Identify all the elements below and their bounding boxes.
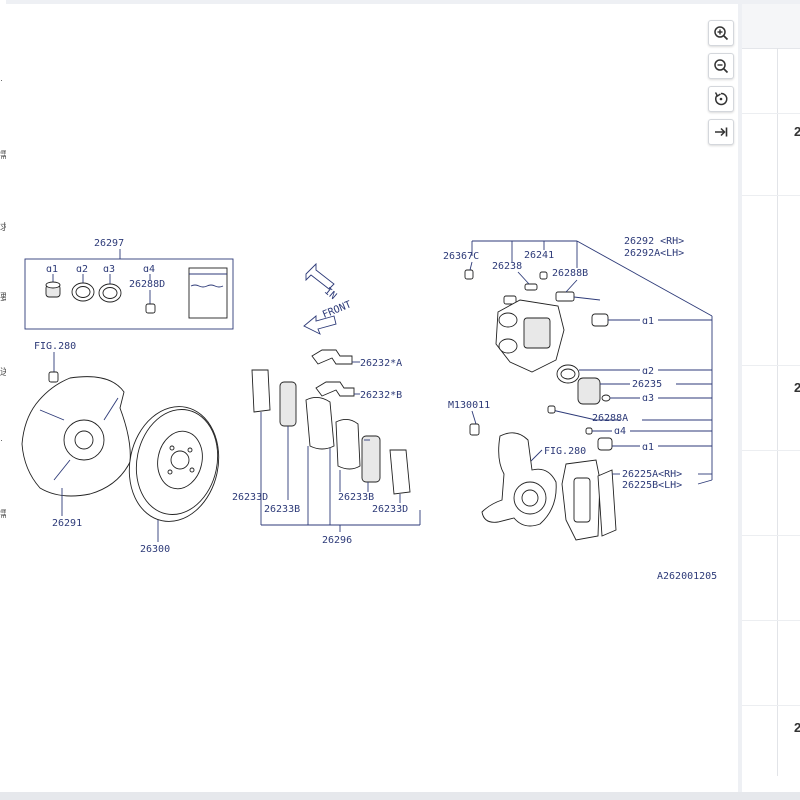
table-row-divider xyxy=(742,619,800,621)
table-header xyxy=(742,4,800,49)
parts-diagram: 26297 ɑ1 ɑ2 ɑ3 ɑ4 26288D xyxy=(21,236,717,582)
edge-mark: 送 xyxy=(0,367,10,377)
pad-clip-26232a[interactable]: 26232*A xyxy=(311,349,402,369)
parts-table-panel: 2 2 2 xyxy=(742,4,800,792)
diagram-viewer[interactable]: 26297 ɑ1 ɑ2 ɑ3 ɑ4 26288D xyxy=(6,4,738,792)
callout-a1-bottom: ɑ1 xyxy=(642,442,654,453)
callout-26288d: 26288D xyxy=(129,279,165,290)
caliper-assembly-26292[interactable]: 26367C 26238 26241 26288B 26292 <RH> 262… xyxy=(443,236,713,541)
callout-26225b-lh: 26225B<LH> xyxy=(622,480,682,491)
callout-26241: 26241 xyxy=(524,250,554,261)
callout-kit-a4: ɑ4 xyxy=(143,264,155,275)
callout-26296: 26296 xyxy=(322,535,352,546)
viewer-toolbar xyxy=(708,20,734,152)
callout-26232b: 26232*B xyxy=(360,390,402,401)
callout-26233d-left: 26233D xyxy=(232,492,268,503)
table-row-divider xyxy=(742,194,800,196)
arrow-right-bar-icon xyxy=(715,127,728,137)
brake-rotor-26300[interactable]: 26300 xyxy=(119,398,229,555)
callout-fig280-right: FIG.280 xyxy=(544,446,586,457)
callout-a3: ɑ3 xyxy=(642,393,654,404)
callout-a4: ɑ4 xyxy=(614,426,626,437)
callout-26292a-lh: 26292A<LH> xyxy=(624,248,684,259)
callout-m130011: M130011 xyxy=(448,400,490,411)
callout-26288b: 26288B xyxy=(552,268,588,279)
callout-26291: 26291 xyxy=(52,518,82,529)
edge-mark: · xyxy=(0,75,3,85)
callout-kit-a3: ɑ3 xyxy=(103,264,115,275)
table-row-divider xyxy=(742,112,800,114)
table-row-divider xyxy=(742,534,800,536)
table-row-divider xyxy=(742,364,800,366)
callout-26297: 26297 xyxy=(94,238,124,249)
diagram-ref-code: A262001205 xyxy=(657,571,717,582)
callout-26225a-rh: 26225A<RH> xyxy=(622,469,682,480)
callout-a1-top: ɑ1 xyxy=(642,316,654,327)
fit-width-button[interactable] xyxy=(708,119,734,145)
zoom-in-icon xyxy=(714,26,729,41)
callout-26367c: 26367C xyxy=(443,251,479,262)
brake-pad-kit-26296[interactable]: 26233D 26233B 26233B 26233D 26296 xyxy=(232,369,421,546)
callout-kit-a1: ɑ1 xyxy=(46,264,58,275)
callout-fig280-left: FIG.280 xyxy=(34,341,76,352)
in-label: IN xyxy=(322,286,338,302)
table-row-cell: 2 xyxy=(794,380,800,395)
reset-view-button[interactable] xyxy=(708,86,734,112)
callout-26300: 26300 xyxy=(140,544,170,555)
kit-26297[interactable]: 26297 ɑ1 ɑ2 ɑ3 ɑ4 26288D xyxy=(24,238,234,330)
edge-mark: 求 xyxy=(0,222,10,232)
table-row-cell: 2 xyxy=(794,124,800,139)
dust-shield-26291[interactable]: FIG.280 26291 xyxy=(21,341,131,529)
left-edge-strip: · 需 求 要 送 · 需 xyxy=(0,0,10,800)
callout-kit-a2: ɑ2 xyxy=(76,264,88,275)
pad-clip-26232b[interactable]: 26232*B xyxy=(315,381,402,401)
callout-26232a: 26232*A xyxy=(360,358,402,369)
callout-a2: ɑ2 xyxy=(642,366,654,377)
callout-26292-rh: 26292 <RH> xyxy=(624,236,684,247)
zoom-out-icon xyxy=(714,59,729,74)
callout-26233b-right: 26233B xyxy=(338,492,374,503)
edge-mark: 需 xyxy=(0,150,10,160)
callout-26238: 26238 xyxy=(492,261,522,272)
callout-26233b-left: 26233B xyxy=(264,504,300,515)
zoom-out-button[interactable] xyxy=(708,53,734,79)
table-column-divider xyxy=(777,48,778,776)
direction-arrows: IN FRONT xyxy=(303,262,353,335)
table-row-divider xyxy=(742,449,800,451)
callout-26235: 26235 xyxy=(632,379,662,390)
callout-26288a: 26288A xyxy=(592,413,628,424)
edge-mark: 要 xyxy=(0,292,10,302)
zoom-in-button[interactable] xyxy=(708,20,734,46)
edge-mark: 需 xyxy=(0,509,10,519)
rotate-icon xyxy=(714,92,728,106)
front-label: FRONT xyxy=(321,299,353,320)
edge-mark: · xyxy=(0,435,3,445)
horizontal-scrollbar[interactable] xyxy=(0,792,800,800)
table-row-divider xyxy=(742,704,800,706)
callout-26233d-right: 26233D xyxy=(372,504,408,515)
table-row-cell: 2 xyxy=(794,720,800,735)
